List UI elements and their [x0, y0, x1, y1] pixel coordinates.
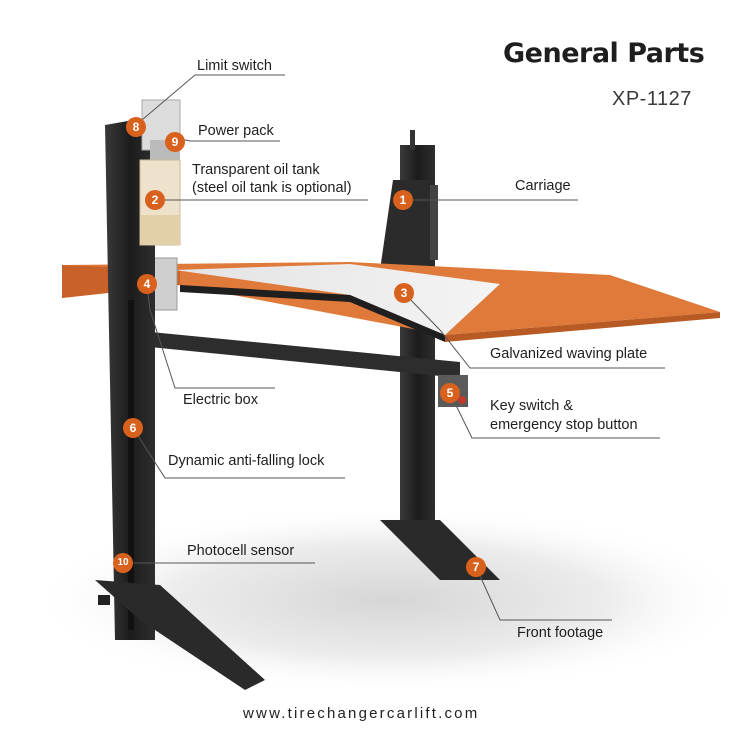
website-url: www.tirechangercarlift.com [243, 705, 480, 722]
badge-4: 4 [137, 274, 157, 294]
label-photocell-sensor: Photocell sensor [187, 543, 295, 559]
label-front-footage: Front footage [517, 625, 604, 641]
label-key-switch-line1: Key switch & [490, 398, 573, 414]
label-oil-tank-line2: (steel oil tank is optional) [192, 180, 352, 196]
badge-3: 3 [394, 283, 414, 303]
leader-lines [123, 74, 665, 621]
badge-6: 6 [123, 418, 143, 438]
label-electric-box: Electric box [183, 392, 258, 408]
badge-8: 8 [126, 117, 146, 137]
label-key-switch-line2: emergency stop button [490, 417, 638, 433]
front-post [95, 118, 265, 690]
label-carriage: Carriage [515, 178, 571, 194]
page-title: General Parts [503, 38, 705, 69]
label-waving-plate: Galvanized waving plate [490, 346, 648, 362]
cross-beam [130, 330, 460, 378]
label-anti-falling-lock: Dynamic anti-falling lock [168, 453, 325, 469]
badge-2: 2 [145, 190, 165, 210]
power-pack [139, 99, 181, 246]
label-power-pack: Power pack [198, 123, 274, 139]
badge-10: 10 [113, 553, 133, 573]
label-limit-switch: Limit switch [197, 58, 272, 74]
model-number: XP-1127 [612, 88, 692, 110]
badge-1: 1 [393, 190, 413, 210]
badge-7: 7 [466, 557, 486, 577]
label-oil-tank-line1: Transparent oil tank [192, 162, 320, 178]
badge-9: 9 [165, 132, 185, 152]
badge-5: 5 [440, 383, 460, 403]
